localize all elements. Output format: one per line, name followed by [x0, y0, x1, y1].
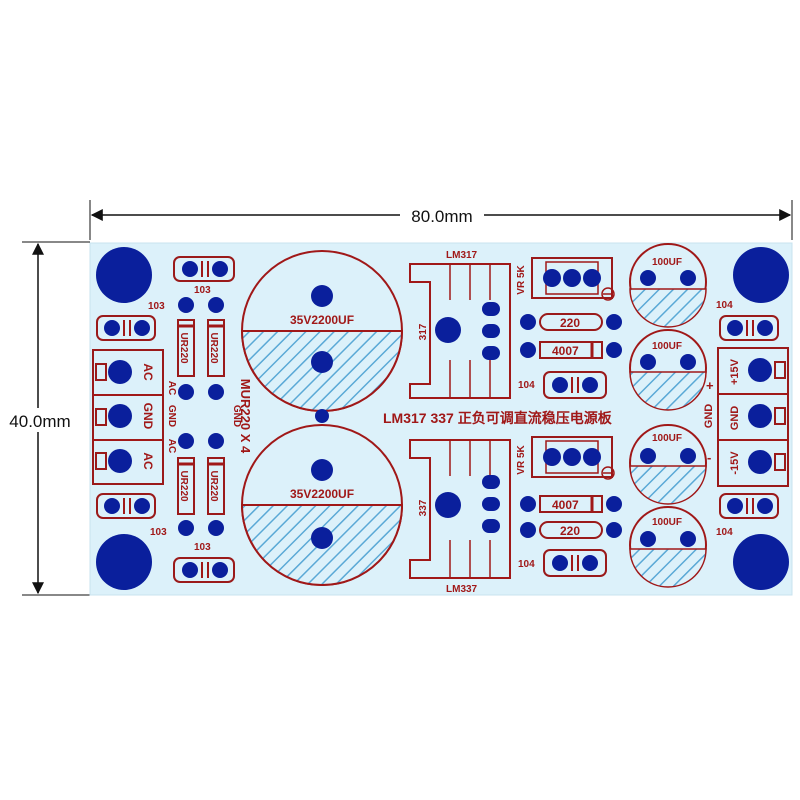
- diode-4007-bottom: [520, 495, 622, 513]
- center-via: [315, 409, 329, 423]
- trimmer-top-label: VR 5K: [516, 264, 527, 294]
- diode-ur220-3: [177, 433, 195, 536]
- input-connector: [92, 349, 164, 485]
- cap-100uf-1-label: 100UF: [652, 257, 682, 268]
- rect-ac-top-label: AC: [166, 381, 177, 395]
- cap-bridge-bottom-label: 103: [194, 542, 211, 553]
- cap-104-bottom: [543, 549, 607, 577]
- width-dimension: 80.0mm: [89, 200, 793, 240]
- cap-100uf-2-label: 100UF: [652, 341, 682, 352]
- diode-ur220-4: [207, 433, 225, 536]
- cap-left-top: [96, 315, 156, 341]
- height-dimension: 40.0mm: [2, 241, 90, 596]
- cap-right-top: [719, 315, 779, 341]
- heatsink-top: [409, 263, 511, 399]
- reg-top-short: 317: [418, 323, 429, 340]
- trimmer-bottom: [531, 436, 615, 480]
- mounting-hole-top-right: [733, 247, 789, 303]
- cap-left-bottom-label: 103: [150, 527, 167, 538]
- output-pin2-label: GND: [729, 406, 741, 431]
- cap-104-bottom-label: 104: [518, 559, 535, 570]
- electrolytic-cap-bottom-label: 35V2200UF: [290, 487, 354, 501]
- cap-right-top-label: 104: [716, 300, 733, 311]
- resistor-top: [520, 313, 622, 331]
- diode-ur220-2: [207, 297, 225, 400]
- cap-right-bottom: [719, 493, 779, 519]
- rect-gnd-right-label: GND: [231, 405, 242, 427]
- cap-100uf-3-label: 100UF: [652, 433, 682, 444]
- diode-1-label: UR220: [178, 332, 189, 364]
- mounting-hole-bottom-left: [96, 534, 152, 590]
- cap-100uf-4-label: 100UF: [652, 517, 682, 528]
- trimmer-bottom-label: VR 5K: [516, 444, 527, 474]
- input-pin3-label: AC: [141, 452, 155, 470]
- polarity-minus: -: [707, 450, 711, 465]
- input-pin1-label: AC: [141, 363, 155, 381]
- cap-100uf-2: [629, 329, 707, 411]
- diode-4007-bottom-label: 4007: [552, 498, 579, 512]
- cap-104-top: [543, 371, 607, 399]
- resistor-bottom: [520, 521, 622, 539]
- diode-4007-top-label: 4007: [552, 344, 579, 358]
- reg-bottom-short: 337: [418, 499, 429, 516]
- output-connector: [717, 347, 789, 487]
- resistor-bottom-label: 220: [560, 524, 580, 538]
- width-label: 80.0mm: [411, 207, 472, 226]
- resistor-top-label: 220: [560, 316, 580, 330]
- height-label: 40.0mm: [9, 412, 70, 431]
- reg-top-name: LM317: [446, 250, 478, 261]
- mounting-hole-top-left: [96, 247, 152, 303]
- input-pin2-label: GND: [141, 403, 155, 430]
- polarity-plus: +: [706, 378, 714, 393]
- reg-bottom-name: LM337: [446, 584, 478, 595]
- rect-gnd-left-label: GND: [166, 405, 177, 427]
- diode-ur220-1: [177, 297, 195, 400]
- heatsink-bottom: [409, 439, 511, 579]
- diode-3-label: UR220: [178, 470, 189, 502]
- cap-bridge-bottom: [173, 557, 235, 583]
- output-pin3-label: -15V: [729, 451, 741, 475]
- rectifier-label: MUR220 X 4: [238, 379, 253, 454]
- output-pin1-label: +15V: [729, 358, 741, 385]
- diode-4007-top: [520, 341, 622, 359]
- cap-bridge-top: [173, 256, 235, 282]
- cap-100uf-3: [629, 424, 707, 505]
- board-title: LM317 337 正负可调直流稳压电源板: [383, 410, 613, 426]
- electrolytic-cap-top: [240, 250, 404, 412]
- electrolytic-cap-bottom: [240, 424, 404, 586]
- diode-4-label: UR220: [208, 470, 219, 502]
- cap-104-top-label: 104: [518, 380, 535, 391]
- cap-left-top-label: 103: [148, 301, 165, 312]
- mounting-hole-bottom-right: [733, 534, 789, 590]
- electrolytic-cap-top-label: 35V2200UF: [290, 313, 354, 327]
- polarity-gnd: GND: [703, 404, 715, 429]
- trimmer-top: [531, 257, 615, 301]
- cap-100uf-1: [629, 243, 707, 328]
- cap-left-bottom: [96, 493, 156, 519]
- cap-100uf-4: [629, 506, 707, 588]
- rect-ac-bottom-label: AC: [166, 439, 177, 453]
- cap-bridge-top-label: 103: [194, 285, 211, 296]
- diode-2-label: UR220: [208, 332, 219, 364]
- cap-right-bottom-label: 104: [716, 527, 733, 538]
